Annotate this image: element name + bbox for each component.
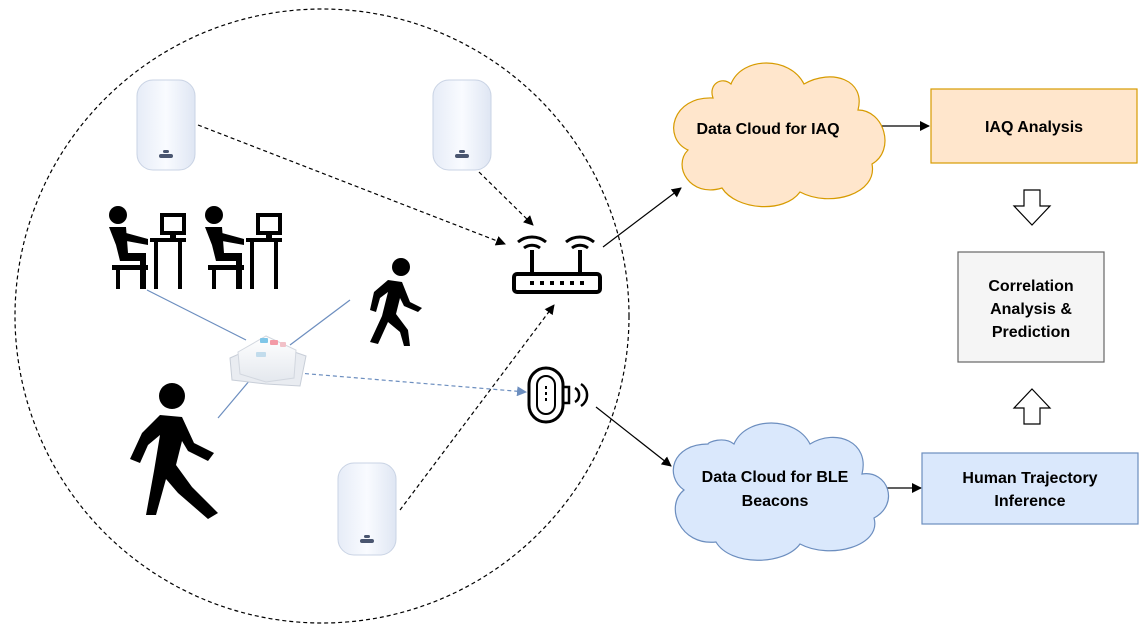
correlation-label-line1: Correlation	[988, 278, 1073, 295]
trajectory-label-line1: Human Trajectory	[962, 470, 1097, 487]
correlation-box	[957, 251, 1105, 363]
person-at-desk-icon	[109, 206, 186, 289]
ble-gateway-icon	[229, 335, 307, 387]
link-sensor-bottom-router	[399, 304, 555, 511]
walking-person-icon	[130, 383, 218, 519]
iaq-sensor-icon	[337, 462, 397, 556]
link-hub-walker-small	[289, 299, 351, 346]
link-hub-worker	[146, 289, 247, 341]
link-sensor-top-middle-router	[478, 171, 534, 226]
link-router-cloud-iaq	[602, 187, 682, 248]
building-boundary	[14, 8, 630, 624]
link-hub-walker-large	[217, 379, 251, 419]
trajectory-box	[921, 452, 1139, 525]
link-sensor-top-left-router	[197, 124, 506, 246]
cloud-iaq	[673, 62, 886, 208]
hollow-arrow-up-icon	[1012, 388, 1052, 425]
ble-beacon-icon	[527, 366, 589, 424]
cloud-ble-label-line2: Beacons	[742, 493, 809, 510]
cloud-ble	[672, 422, 890, 561]
correlation-label-line3: Prediction	[992, 324, 1070, 341]
iaq-sensor-icon	[136, 79, 196, 171]
iaq-analysis-box	[930, 88, 1138, 164]
walking-person-icon	[370, 258, 422, 346]
cloud-ble-label-line1: Data Cloud for BLE	[702, 469, 849, 486]
iaq-sensor-icon	[432, 79, 492, 171]
link-hub-beacon	[297, 372, 527, 397]
link-beacon-cloud-ble	[595, 406, 672, 467]
cloud-iaq-label: Data Cloud for IAQ	[696, 121, 839, 138]
wifi-router-icon	[512, 235, 602, 294]
hollow-arrow-down-icon	[1012, 189, 1052, 226]
person-at-desk-icon	[205, 206, 282, 289]
trajectory-label-line2: Inference	[994, 493, 1065, 510]
correlation-label-line2: Analysis &	[990, 301, 1072, 318]
iaq-analysis-label: IAQ Analysis	[985, 119, 1083, 136]
